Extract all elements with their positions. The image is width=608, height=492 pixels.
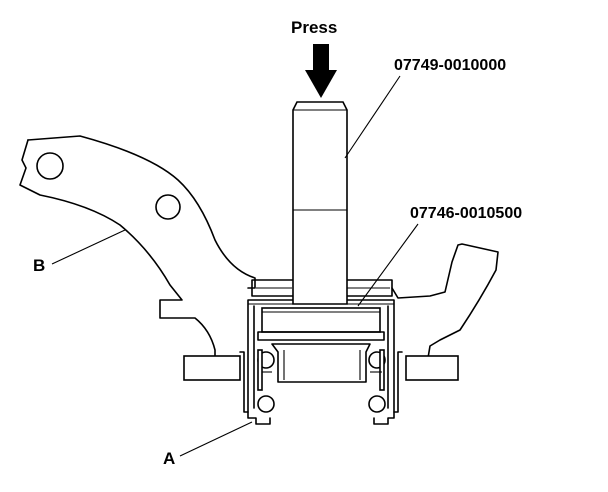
bearing-housing: [247, 299, 395, 425]
knuckle-arm-right: [391, 243, 499, 359]
part-b-label: B: [33, 256, 46, 275]
driver-tool-shaft: [292, 101, 348, 305]
driver-tool-label: 07749-0010000: [394, 57, 507, 74]
leader-lines: [51, 75, 419, 457]
part-a-label: A: [163, 449, 176, 468]
side-tabs: [183, 351, 459, 413]
bearing-inner-race: [271, 343, 371, 383]
bearing-balls: [257, 349, 386, 413]
knuckle-arm-b: [19, 135, 256, 357]
attachment-tool-label: 07746-0010500: [410, 205, 523, 222]
attachment-tool: [257, 307, 385, 341]
press-label: Press: [291, 18, 338, 37]
press-arrow-icon: [305, 44, 337, 98]
